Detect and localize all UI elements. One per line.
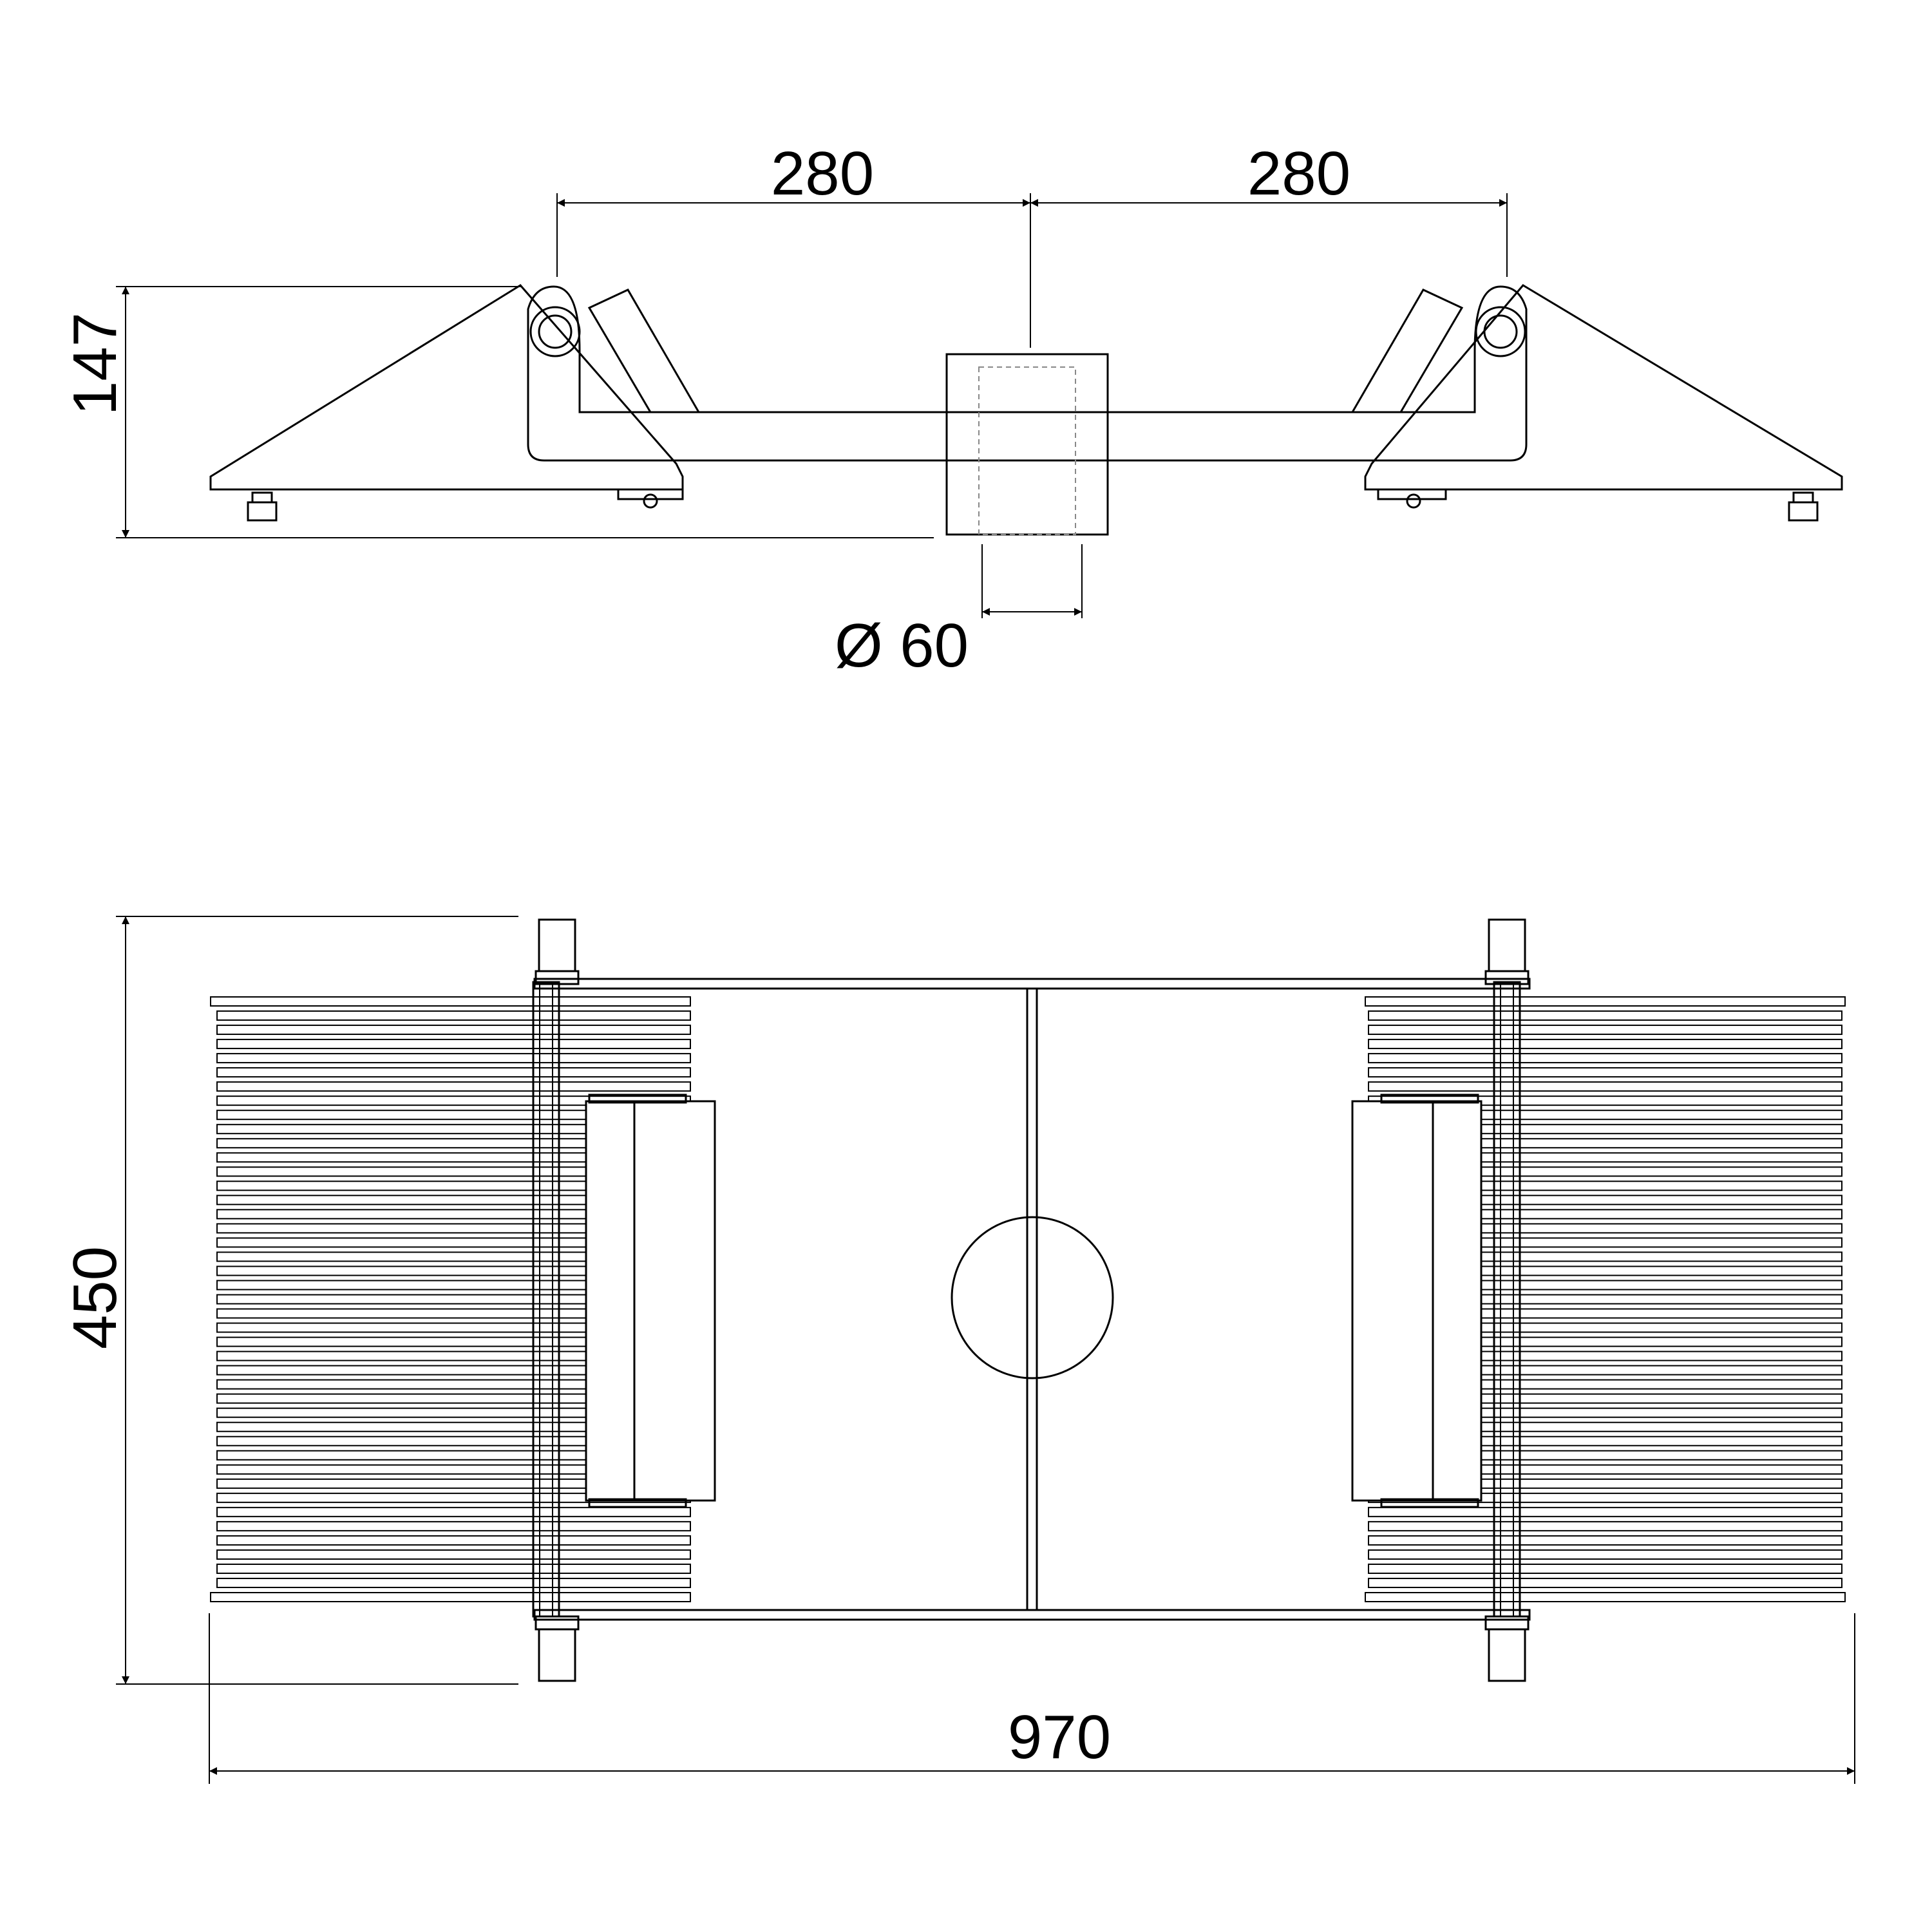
- left-support-bracket: [209, 284, 684, 491]
- right-roller: [1351, 1094, 1482, 1508]
- bottom-right-wheel-icon: [1484, 1615, 1530, 1682]
- dimension-right-span: 280: [1247, 139, 1350, 208]
- slat: [1365, 1592, 1846, 1602]
- frame-bottom-rail: [533, 1609, 1531, 1621]
- right-latch-icon: [1377, 489, 1447, 509]
- top-dimension-lines: [116, 916, 1855, 1784]
- slat: [1368, 1081, 1842, 1092]
- left-roller: [585, 1094, 716, 1508]
- slat: [210, 996, 691, 1007]
- slat: [216, 1506, 691, 1517]
- slat: [216, 1577, 691, 1588]
- bottom-left-wheel-icon: [535, 1615, 580, 1682]
- slat: [216, 1039, 691, 1050]
- slat: [1368, 1067, 1842, 1078]
- slat: [216, 1520, 691, 1531]
- slat: [1368, 1577, 1842, 1588]
- left-foot-icon: [247, 491, 278, 522]
- dimension-left-span: 280: [771, 139, 874, 208]
- front-view: [209, 284, 1843, 536]
- dimension-depth: 450: [61, 1246, 129, 1349]
- slat: [1368, 1039, 1842, 1050]
- right-support-bracket: [1364, 284, 1843, 491]
- slat: [216, 1563, 691, 1574]
- slat: [216, 1081, 691, 1092]
- slat: [1365, 996, 1846, 1007]
- left-pivot-icon: [529, 306, 581, 357]
- left-latch-icon: [617, 489, 684, 509]
- right-foot-icon: [1788, 491, 1819, 522]
- slat: [1368, 1563, 1842, 1574]
- slat: [216, 1025, 691, 1036]
- top-view: [210, 918, 1846, 1682]
- frame-top-rail: [533, 978, 1531, 990]
- dimension-height: 147: [61, 312, 129, 415]
- center-bar: [527, 285, 1528, 462]
- slat: [1368, 1010, 1842, 1021]
- left-paddle: [587, 289, 701, 413]
- top-right-wheel-icon: [1484, 918, 1530, 985]
- slat: [1368, 1535, 1842, 1546]
- center-column-hidden: [978, 366, 1076, 535]
- center-hub-icon: [951, 1216, 1114, 1379]
- right-slatted-pad: [1365, 996, 1846, 1602]
- slat: [216, 1067, 691, 1078]
- top-left-wheel-icon: [535, 918, 580, 985]
- slat: [216, 1535, 691, 1546]
- slat: [216, 1010, 691, 1021]
- slat: [210, 1592, 691, 1602]
- right-pivot-icon: [1475, 306, 1526, 357]
- slat: [216, 1549, 691, 1560]
- center-column: [945, 353, 1109, 536]
- slat: [1368, 1506, 1842, 1517]
- front-dimension-lines: [116, 193, 1508, 618]
- slat: [1368, 1053, 1842, 1064]
- slat: [216, 1053, 691, 1064]
- slat: [1368, 1520, 1842, 1531]
- dimension-diameter: Ø 60: [835, 611, 969, 680]
- slat: [1368, 1025, 1842, 1036]
- slat: [1368, 1549, 1842, 1560]
- dimension-width: 970: [1008, 1703, 1111, 1772]
- left-slatted-pad: [210, 996, 691, 1602]
- right-paddle: [1350, 289, 1464, 413]
